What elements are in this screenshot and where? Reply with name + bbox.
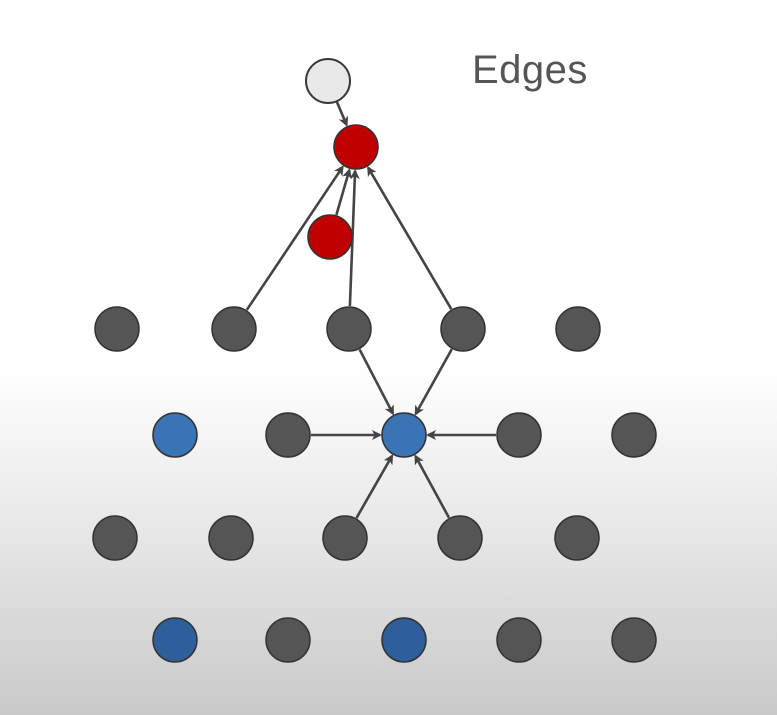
node-b5-gray (611, 412, 657, 458)
edge-c4-to-b3 (414, 454, 451, 519)
node-top-top (305, 58, 351, 104)
edge-top-to-r1 (335, 101, 349, 127)
node-b1-blue (152, 412, 198, 458)
node-d5-gray (611, 617, 657, 663)
node-b2-gray (265, 412, 311, 458)
node-c4-gray (437, 515, 483, 561)
node-a2-gray (211, 306, 257, 352)
edge-r2-to-r1 (335, 168, 352, 216)
node-a1-gray (94, 306, 140, 352)
node-c2-gray (208, 515, 254, 561)
edge-c3-to-b3 (355, 454, 394, 519)
page-title: Edges (472, 48, 588, 92)
node-r1-red (333, 124, 379, 170)
edges-layer (245, 101, 496, 519)
node-c1-gray (92, 515, 138, 561)
node-d1-blue_dark (152, 617, 198, 663)
node-a4-gray (440, 306, 486, 352)
edge-a2-to-r1 (245, 165, 344, 311)
node-a5-gray (555, 306, 601, 352)
node-b4-gray (496, 412, 542, 458)
nodes-layer (92, 58, 657, 663)
node-a3-gray (326, 306, 372, 352)
edge-a4-to-b3 (414, 348, 453, 416)
node-b3-blue (381, 412, 427, 458)
node-r2-red (307, 214, 353, 260)
node-d4-gray (496, 617, 542, 663)
node-d3-blue_dark (381, 617, 427, 663)
node-c3-gray (322, 515, 368, 561)
node-c5-gray (554, 515, 600, 561)
node-d2-gray (265, 617, 311, 663)
edge-a4-to-r1 (367, 165, 453, 310)
edge-a3-to-b3 (358, 348, 395, 416)
